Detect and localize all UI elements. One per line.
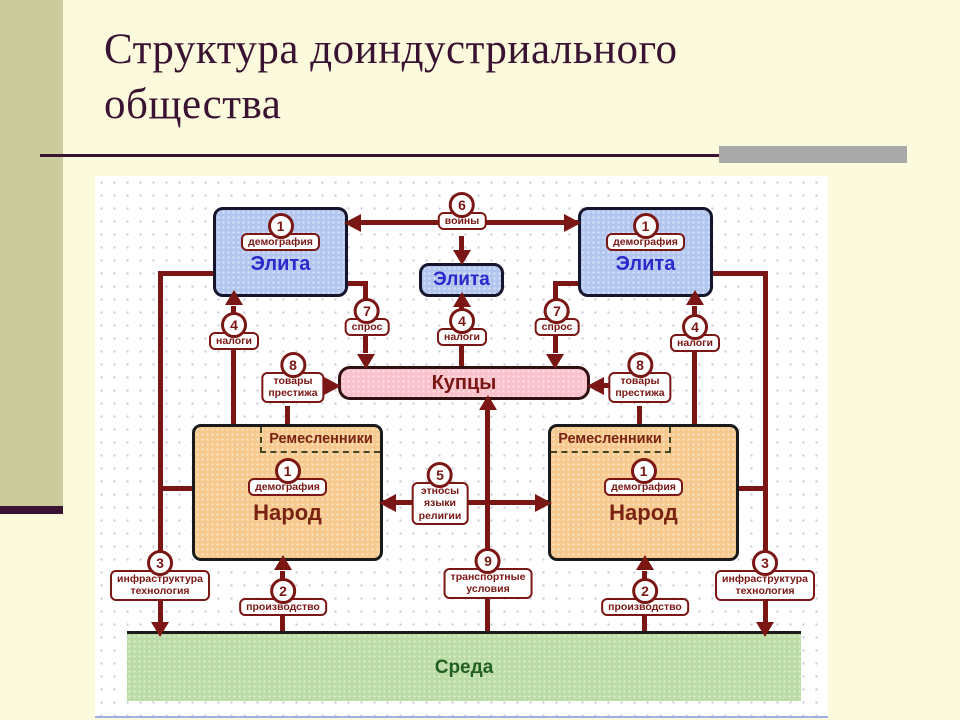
- link-number: 3: [751, 550, 778, 576]
- wars-arrowhead-down-icon: [453, 250, 471, 265]
- wars-arrowhead-left-icon: [344, 214, 361, 232]
- wars-line-drop: [459, 236, 464, 254]
- node-people-right: Ремесленники 1 демография Народ: [548, 424, 739, 561]
- link-badge-wars: 6 войны: [437, 192, 487, 231]
- link-number: 2: [632, 578, 658, 604]
- production-right-arrowhead-icon: [636, 555, 654, 570]
- infrastructure-left-line: [158, 271, 163, 623]
- taxes-left-line: [231, 306, 236, 424]
- sidebar-accent-cap: [0, 506, 63, 514]
- link-number: 7: [544, 298, 570, 324]
- people-right-demography-badge: 1 демография: [604, 458, 683, 497]
- infrastructure-left-stub-elite: [158, 271, 215, 276]
- elite-left-demography-badge: 1 демография: [241, 213, 320, 252]
- taxes-center-arrowhead-icon: [453, 292, 471, 307]
- people-left-demography-badge: 1 демография: [248, 458, 327, 497]
- transport-arrowhead-icon: [479, 395, 497, 410]
- node-title: Народ: [253, 500, 322, 526]
- link-badge-infrastructure-right: 3 инфраструктура технология: [715, 550, 815, 601]
- link-label: этносы языки религии: [411, 482, 469, 526]
- node-people-left: Ремесленники 1 демография Народ: [192, 424, 383, 561]
- craftsmen-section-label: Ремесленники: [260, 427, 380, 453]
- diagram-panel: 1 демография Элита 1 демография Элита Эл…: [95, 176, 828, 718]
- infrastructure-right-stub-people: [737, 486, 768, 491]
- link-number: 8: [280, 352, 306, 378]
- link-number: 4: [449, 308, 475, 334]
- link-label: товары престижа: [608, 372, 672, 403]
- link-badge-transport: 9 транспортные условия: [443, 548, 533, 599]
- link-label: спрос: [534, 318, 580, 337]
- demand-left-stub: [346, 281, 366, 286]
- link-badge-prestige-right: 8 товары престижа: [608, 352, 672, 403]
- node-title: Элита: [433, 269, 490, 290]
- badge-number: 1: [630, 458, 657, 484]
- node-title: Купцы: [431, 371, 497, 394]
- demand-right-arrowhead-icon: [546, 354, 564, 369]
- node-elite-right: 1 демография Элита: [578, 207, 713, 297]
- node-title: Элита: [250, 253, 311, 276]
- node-title: Народ: [609, 500, 678, 526]
- link-badge-production-right: 2 производство: [601, 578, 689, 617]
- link-badge-demand-left: 7 спрос: [344, 298, 390, 337]
- node-title: Элита: [615, 253, 676, 276]
- infrastructure-right-line: [763, 271, 768, 623]
- ethnos-arrowhead-left-icon: [379, 494, 396, 512]
- taxes-right-line: [692, 306, 697, 424]
- infrastructure-left-stub-people: [158, 486, 194, 491]
- link-badge-infrastructure-left: 3 инфраструктура технология: [110, 550, 210, 601]
- link-badge-prestige-left: 8 товары престижа: [261, 352, 325, 403]
- link-number: 8: [627, 352, 653, 378]
- link-number: 5: [426, 462, 453, 488]
- title-rule: [40, 154, 906, 157]
- prestige-left-drop: [285, 406, 290, 441]
- prestige-right-drop: [637, 406, 642, 441]
- link-number: 7: [354, 298, 380, 324]
- sidebar-accent-bar: [0, 0, 63, 506]
- slide-title: Структура доиндустриального общества: [104, 26, 678, 129]
- link-number: 9: [475, 548, 501, 574]
- infrastructure-right-stub-elite: [711, 271, 768, 276]
- link-number: 4: [221, 312, 247, 338]
- infrastructure-left-arrowhead-icon: [151, 622, 169, 637]
- badge-number: 1: [267, 213, 294, 239]
- link-badge-demand-right: 7 спрос: [534, 298, 580, 337]
- demand-right-stub: [555, 281, 579, 286]
- link-number: 3: [146, 550, 173, 576]
- badge-number: 1: [632, 213, 659, 239]
- prestige-right-stub: [599, 383, 611, 388]
- badge-number: 1: [274, 458, 301, 484]
- node-merchants: Купцы: [338, 366, 590, 400]
- node-title: Среда: [434, 656, 494, 678]
- wars-arrowhead-right-icon: [564, 214, 581, 232]
- link-badge-ethnos: 5 этносы языки религии: [411, 462, 469, 526]
- node-elite-left: 1 демография Элита: [213, 207, 348, 297]
- link-number: 6: [449, 192, 475, 218]
- node-environment: Среда: [127, 631, 801, 701]
- link-number: 2: [270, 578, 296, 604]
- demand-left-arrowhead-icon: [357, 354, 375, 369]
- ethnos-arrowhead-right-icon: [535, 494, 552, 512]
- production-left-arrowhead-icon: [274, 555, 292, 570]
- link-label: налоги: [437, 328, 487, 347]
- title-rule-accent: [719, 146, 907, 163]
- link-label: производство: [239, 598, 327, 617]
- transport-line: [485, 409, 490, 657]
- prestige-left-arrowhead-icon: [324, 377, 341, 395]
- infrastructure-right-arrowhead-icon: [756, 622, 774, 637]
- elite-right-demography-badge: 1 демография: [606, 213, 685, 252]
- link-badge-taxes-left: 4 налоги: [209, 312, 259, 351]
- link-badge-production-left: 2 производство: [239, 578, 327, 617]
- link-badge-taxes-center: 4 налоги: [437, 308, 487, 347]
- badge-label: демография: [604, 478, 683, 497]
- prestige-right-arrowhead-icon: [587, 377, 604, 395]
- link-badge-taxes-right: 4 налоги: [670, 314, 720, 353]
- craftsmen-section-label: Ремесленники: [551, 427, 671, 453]
- taxes-left-arrowhead-icon: [225, 290, 243, 305]
- taxes-right-arrowhead-icon: [686, 290, 704, 305]
- link-label: инфраструктура технология: [715, 570, 815, 601]
- link-number: 4: [682, 314, 708, 340]
